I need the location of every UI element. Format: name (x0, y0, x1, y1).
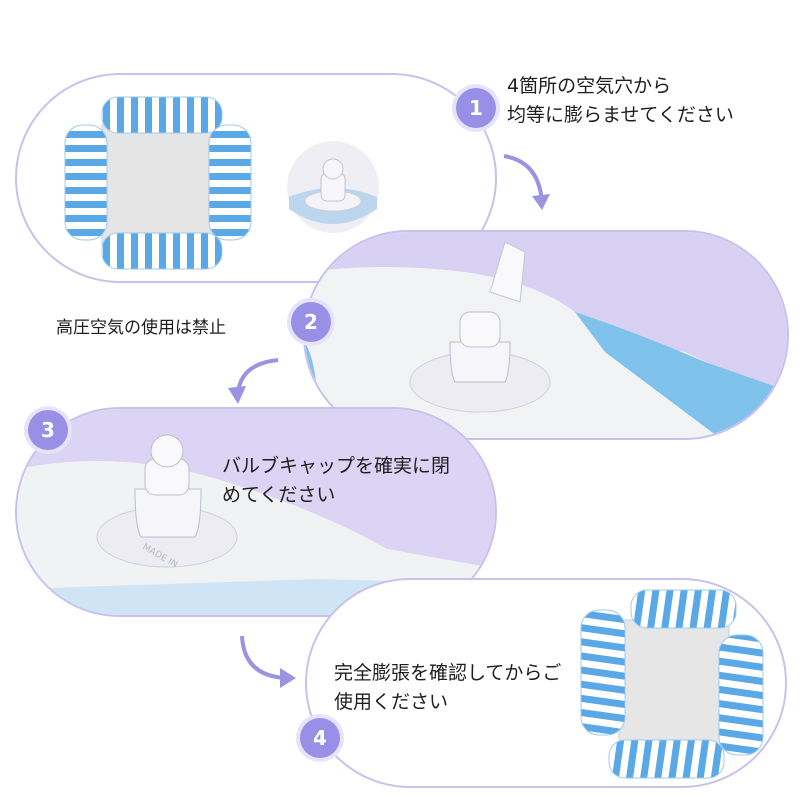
pool-float-hammock-image (64, 96, 252, 270)
step-3-badge: 3 (28, 410, 68, 450)
step-1-panel (15, 73, 497, 283)
step-1-badge: 1 (456, 88, 496, 128)
pool-float-inflated-image (580, 589, 764, 779)
valve-closeup-image (287, 141, 379, 233)
step-2-text: 高圧空気の使用は禁止 (56, 318, 226, 338)
step-4-text-line2: 使用ください (334, 691, 449, 713)
step-4-panel (305, 578, 787, 788)
step-2-badge: 2 (291, 302, 331, 342)
curved-arrow-down-left-icon (228, 358, 279, 404)
step-3-text-line2: めてください (222, 484, 336, 506)
valve-open-image (305, 232, 787, 438)
step-1-text-line2: 均等に膨らませてください (507, 104, 734, 126)
step-4-text-line1: 完全膨張を確認してからご (334, 662, 562, 684)
step-3-text-line1: バルブキャップを確実に閉 (222, 455, 451, 477)
curved-arrow-down-right-icon (503, 154, 550, 210)
step-3-panel: MADE IN (15, 407, 497, 617)
step-1-text-line1: 4箇所の空気穴から (507, 75, 672, 97)
step-4-badge: 4 (300, 718, 340, 758)
valve-capped-image: MADE IN (17, 409, 495, 615)
step-2-panel (303, 230, 789, 440)
curved-arrow-right-icon (240, 635, 296, 688)
